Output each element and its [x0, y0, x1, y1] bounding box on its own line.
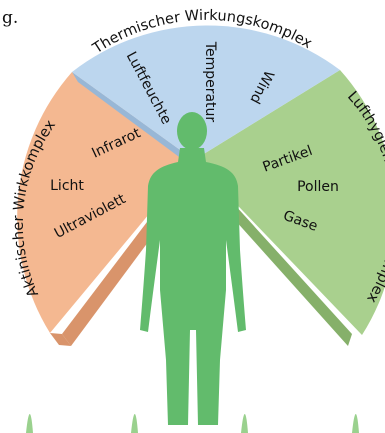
- glow-spike: [131, 414, 138, 433]
- human-figure: [140, 112, 246, 425]
- sector-thermal-wedge: [72, 25, 340, 160]
- glow-spike: [241, 414, 248, 433]
- cropped-text-fragment: g.: [2, 8, 19, 28]
- sector-thermal-side: [72, 72, 194, 168]
- sector-airhygienic-wedge: [194, 70, 385, 335]
- figure-head: [177, 112, 207, 150]
- sector-thermal: Thermischer Wirkungskomplex Luftfeuchte …: [72, 8, 340, 168]
- glow-spike: [26, 414, 33, 433]
- sector-actinic-side-bottom: [50, 333, 71, 346]
- ground-glow: [26, 414, 359, 433]
- item-pollen: Pollen: [297, 179, 339, 195]
- figure-body: [140, 148, 246, 425]
- sector-actinic-wedge: [17, 72, 195, 333]
- glow-spike: [352, 414, 359, 433]
- item-temperatur: Temperatur: [202, 41, 218, 123]
- item-licht: Licht: [50, 178, 84, 194]
